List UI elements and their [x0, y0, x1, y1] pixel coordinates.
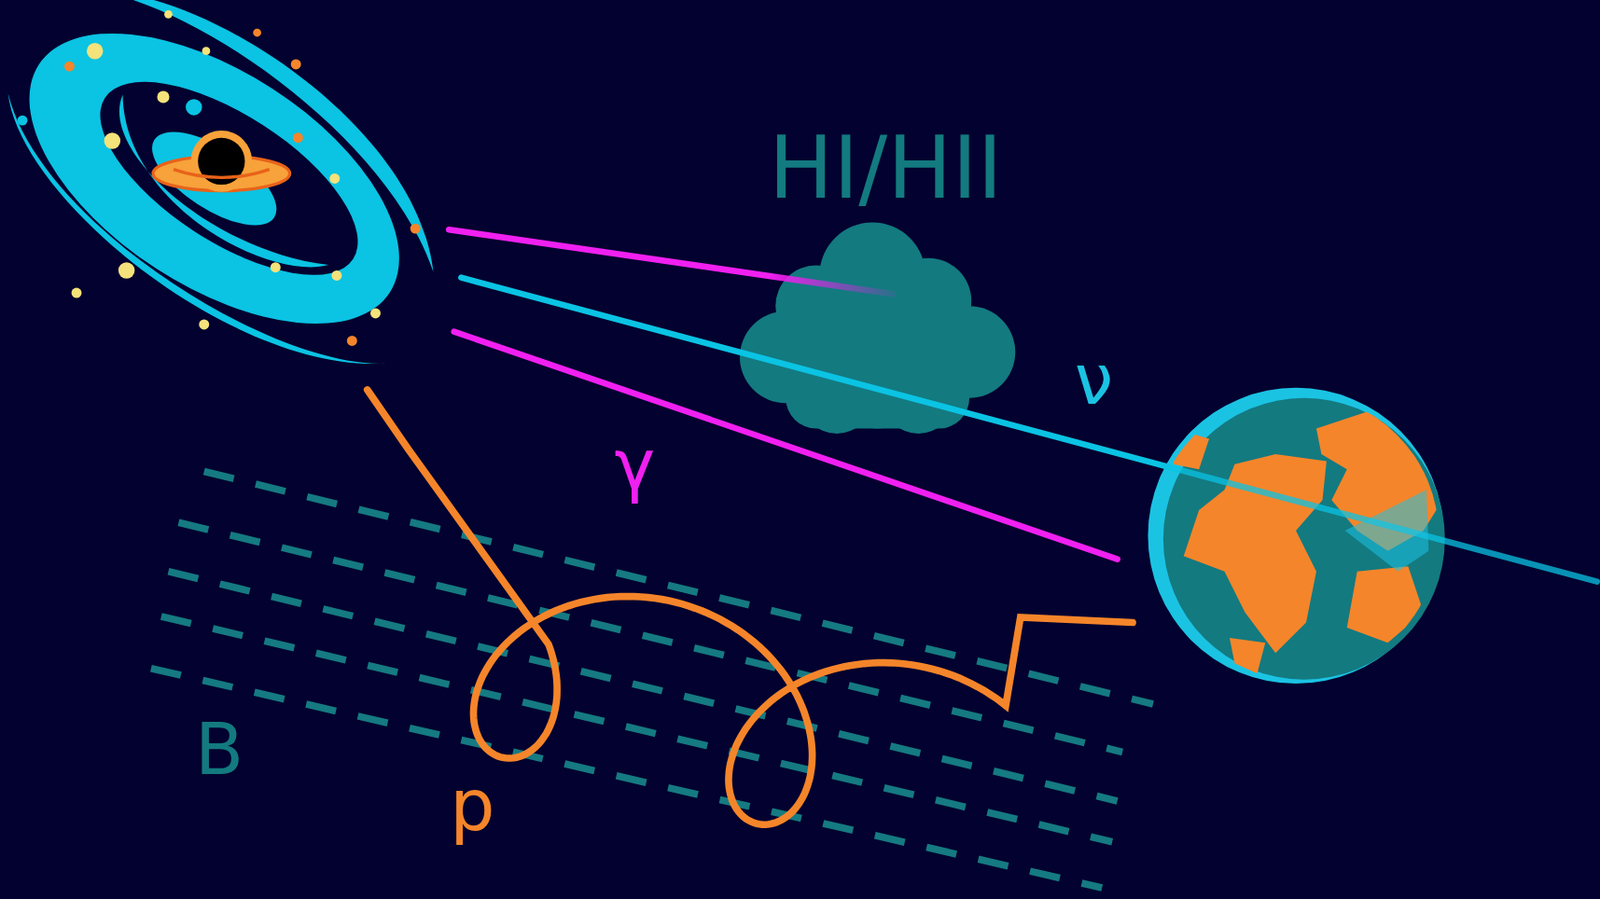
black-hole — [153, 130, 291, 193]
magnetic-field-lines — [151, 472, 1154, 889]
proton-trajectory — [367, 389, 1133, 825]
neutrino-label: ν — [1074, 345, 1114, 415]
galaxy — [0, 0, 493, 411]
neutrino-detector-mark — [1345, 489, 1430, 572]
proton-label: p — [449, 770, 495, 842]
stars — [17, 10, 421, 347]
medium-label: HI/HII — [768, 125, 1003, 212]
field-label: B — [194, 714, 244, 786]
gas-cloud — [739, 222, 1016, 435]
gamma-label: γ — [613, 430, 655, 500]
neutrino-path — [460, 278, 1167, 467]
earth — [1147, 388, 1449, 684]
gamma-ray-absorbed — [448, 229, 893, 294]
neutrino-path-through-earth — [1166, 466, 1598, 583]
